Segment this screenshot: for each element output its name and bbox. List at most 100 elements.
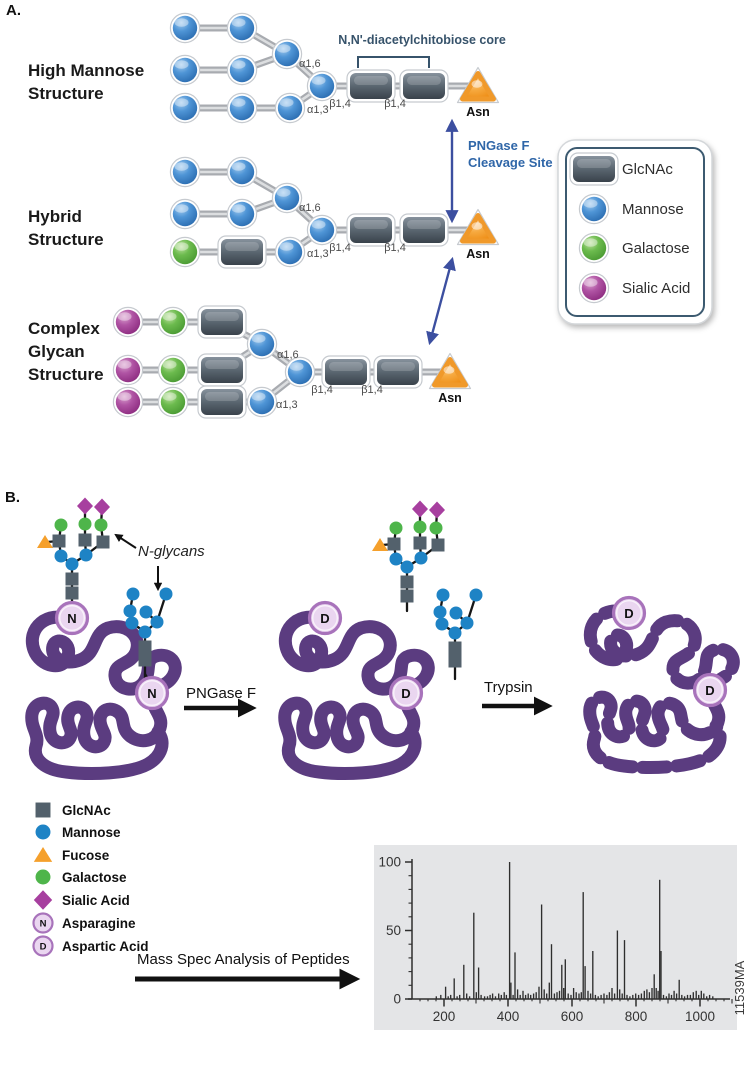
- galactose-icon: [169, 236, 201, 268]
- mannose-icon: [169, 92, 201, 124]
- mannose-icon: [306, 214, 338, 246]
- mannose-icon: [226, 156, 258, 188]
- panel-b: B. N N N-glycans PNGase F D D Trypsin D …: [5, 489, 747, 1030]
- legend-a-item-label: Sialic Acid: [622, 280, 690, 297]
- mannose-icon: [246, 386, 278, 418]
- sialic-acid-icon: [112, 386, 144, 418]
- complex-caption-line1: Complex: [28, 319, 100, 338]
- legend-b-item-label: Aspartic Acid: [62, 939, 149, 954]
- mannose-icon: [226, 12, 258, 44]
- mannose-icon: [274, 92, 306, 124]
- hybrid-caption-line2: Structure: [28, 230, 104, 249]
- structure-high-mannose: α1,6 α1,3 β1,4 β1,4 Asn: [169, 12, 498, 124]
- sialic-acid-icon: [578, 272, 610, 304]
- panel-b-label: B.: [5, 489, 20, 506]
- released-complex-glycan: [372, 501, 445, 612]
- aspartic-letter: D: [320, 611, 329, 626]
- glycoprotein-start: N N: [32, 498, 176, 774]
- y-tick-label: 0: [393, 992, 401, 1007]
- asn-label: Asn: [438, 391, 462, 405]
- legend-b-item-label: Sialic Acid: [62, 893, 130, 908]
- legend-a-item-label: GlcNAc: [622, 161, 673, 178]
- beta14-label: β1,4: [361, 384, 383, 396]
- legend-b-item-label: Fucose: [62, 848, 110, 863]
- y-tick-label: 100: [378, 855, 401, 870]
- mannose-icon: [274, 236, 306, 268]
- sialic-acid-icon: [33, 890, 53, 910]
- mannose-icon: [271, 182, 303, 214]
- complex-caption-line3: Structure: [28, 365, 104, 384]
- mannose-icon: [169, 198, 201, 230]
- deglycosylated-protein: D D: [285, 501, 483, 774]
- x-tick-label: 400: [497, 1009, 520, 1024]
- beta14-label: β1,4: [329, 242, 351, 254]
- alpha16-label: α1,6: [299, 202, 321, 214]
- y-tick-label: 50: [386, 923, 401, 938]
- mass-spec-step-label: Mass Spec Analysis of Peptides: [137, 951, 350, 968]
- nglycans-label: N-glycans: [138, 543, 205, 560]
- cleavage-label-line1: PNGase F: [468, 138, 529, 153]
- sialic-acid-icon: [112, 306, 144, 338]
- glcnac-icon: [399, 213, 449, 247]
- x-tick-label: 200: [433, 1009, 456, 1024]
- panel-a: A. High Mannose Structure Hybrid Structu…: [6, 2, 713, 419]
- legend-a: GlcNAc Mannose Galactose Sialic Acid: [557, 139, 713, 325]
- x-tick-label: 600: [561, 1009, 584, 1024]
- aspartic-letter: D: [40, 942, 47, 953]
- mannose-icon: [271, 38, 303, 70]
- beta14-label: β1,4: [384, 242, 406, 254]
- legend-b-item-label: Galactose: [62, 870, 127, 885]
- nglycans-arrow-1: [114, 533, 137, 549]
- alpha13-label: α1,3: [307, 248, 329, 260]
- asparagine-letter: N: [147, 686, 156, 701]
- digested-protein: D D: [590, 595, 734, 768]
- structure-hybrid: α1,6 α1,3 β1,4 β1,4 Asn: [169, 156, 498, 269]
- high-mannose-caption-line1: High Mannose: [28, 61, 144, 80]
- panel-a-label: A.: [6, 2, 21, 19]
- x-tick-label: 800: [625, 1009, 648, 1024]
- glcnac-icon: [197, 385, 247, 419]
- chart-axes: [405, 859, 733, 1007]
- mannose-icon: [226, 54, 258, 86]
- asparagine-letter: N: [67, 611, 76, 626]
- trypsin-step-label: Trypsin: [484, 679, 533, 696]
- mannose-icon: [35, 824, 51, 840]
- glcnac-icon: [197, 353, 247, 387]
- glcnac-icon: [217, 235, 267, 269]
- cleavage-label-line2: Cleavage Site: [468, 155, 553, 170]
- structure-captions: High Mannose Structure Hybrid Structure …: [28, 61, 144, 384]
- beta14-label: β1,4: [384, 98, 406, 110]
- hybrid-caption-line1: Hybrid: [28, 207, 82, 226]
- legend-b-item-label: Asparagine: [62, 916, 136, 931]
- structure-complex: α1,6 α1,3 β1,4 β1,4 Asn: [112, 305, 470, 419]
- complex-n-glycan: [37, 498, 110, 609]
- complex-caption-line2: Glycan: [28, 342, 85, 361]
- alpha13-label: α1,3: [276, 399, 298, 411]
- legend-b-item-label: GlcNAc: [62, 803, 111, 818]
- glcnac-icon: [399, 69, 449, 103]
- aspartic-letter: D: [624, 606, 633, 621]
- mannose-icon: [284, 356, 316, 388]
- mannose-icon: [246, 328, 278, 360]
- mannose-icon: [169, 156, 201, 188]
- sialic-acid-icon: [112, 354, 144, 386]
- asn-label: Asn: [466, 105, 490, 119]
- legend-a-item-label: Mannose: [622, 201, 684, 218]
- galactose-icon: [157, 386, 189, 418]
- beta14-label: β1,4: [329, 98, 351, 110]
- figure-code: 11539MA: [732, 960, 747, 1015]
- glcnac-icon: [197, 305, 247, 339]
- glcnac-icon: [35, 802, 51, 818]
- legend-b: N D GlcNAc Mannose Fucose Galactose Sial…: [32, 802, 149, 957]
- aspartic-letter: D: [401, 686, 410, 701]
- mannose-icon: [578, 193, 610, 225]
- asn-label: Asn: [466, 247, 490, 261]
- mannose-icon: [306, 70, 338, 102]
- mannose-icon: [226, 198, 258, 230]
- asparagine-letter: N: [40, 919, 47, 930]
- galactose-icon: [578, 232, 610, 264]
- legend-inner-box: [565, 147, 705, 317]
- mannose-icon: [169, 12, 201, 44]
- aspartic-letter: D: [705, 683, 714, 698]
